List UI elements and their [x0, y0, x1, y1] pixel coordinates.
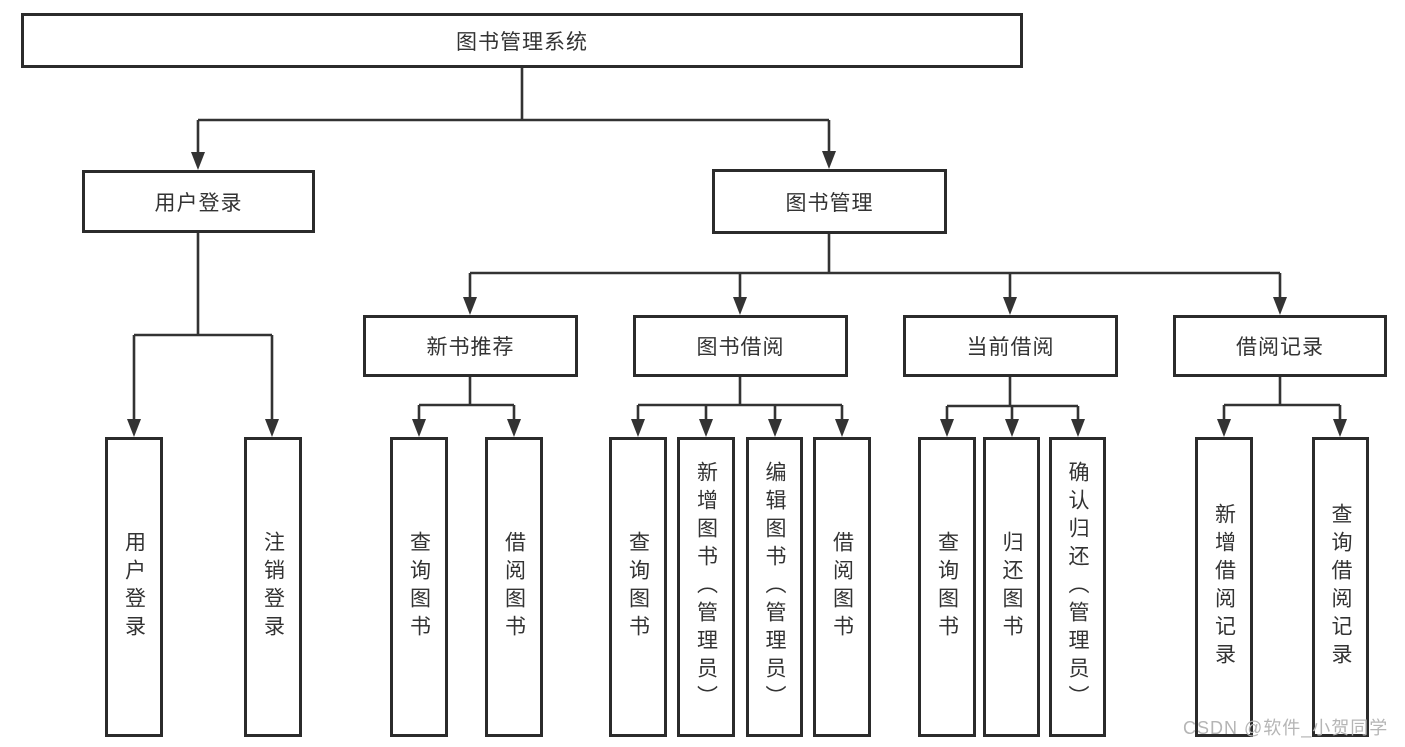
node-book-management: 图书管理 [712, 169, 947, 234]
leaf-query-books-current: 查询图书 [918, 437, 976, 737]
csdn-watermark: CSDN @软件_小贺同学 [1183, 718, 1389, 738]
node-root: 图书管理系统 [21, 13, 1023, 68]
leaf-return-books: 归还图书 [983, 437, 1040, 737]
arrowheads [127, 151, 1347, 437]
leaf-query-borrow-record: 查询借阅记录 [1312, 437, 1369, 737]
leaf-query-books-recommend: 查询图书 [390, 437, 448, 737]
node-borrowing-records: 借阅记录 [1173, 315, 1387, 377]
leaf-confirm-return-admin: 确认归还（管理员） [1049, 437, 1106, 737]
leaf-user-login: 用户登录 [105, 437, 163, 737]
node-book-borrowing: 图书借阅 [633, 315, 848, 377]
leaf-add-borrow-record: 新增借阅记录 [1195, 437, 1253, 737]
node-current-borrowing: 当前借阅 [903, 315, 1118, 377]
leaf-borrow-books-recommend: 借阅图书 [485, 437, 543, 737]
leaf-add-books-admin: 新增图书（管理员） [677, 437, 735, 737]
node-new-book-recommend: 新书推荐 [363, 315, 578, 377]
node-user-login: 用户登录 [82, 170, 315, 233]
leaf-logout: 注销登录 [244, 437, 302, 737]
leaf-borrow-books: 借阅图书 [813, 437, 871, 737]
leaf-edit-books-admin: 编辑图书（管理员） [746, 437, 803, 737]
leaf-query-books-borrowing: 查询图书 [609, 437, 667, 737]
